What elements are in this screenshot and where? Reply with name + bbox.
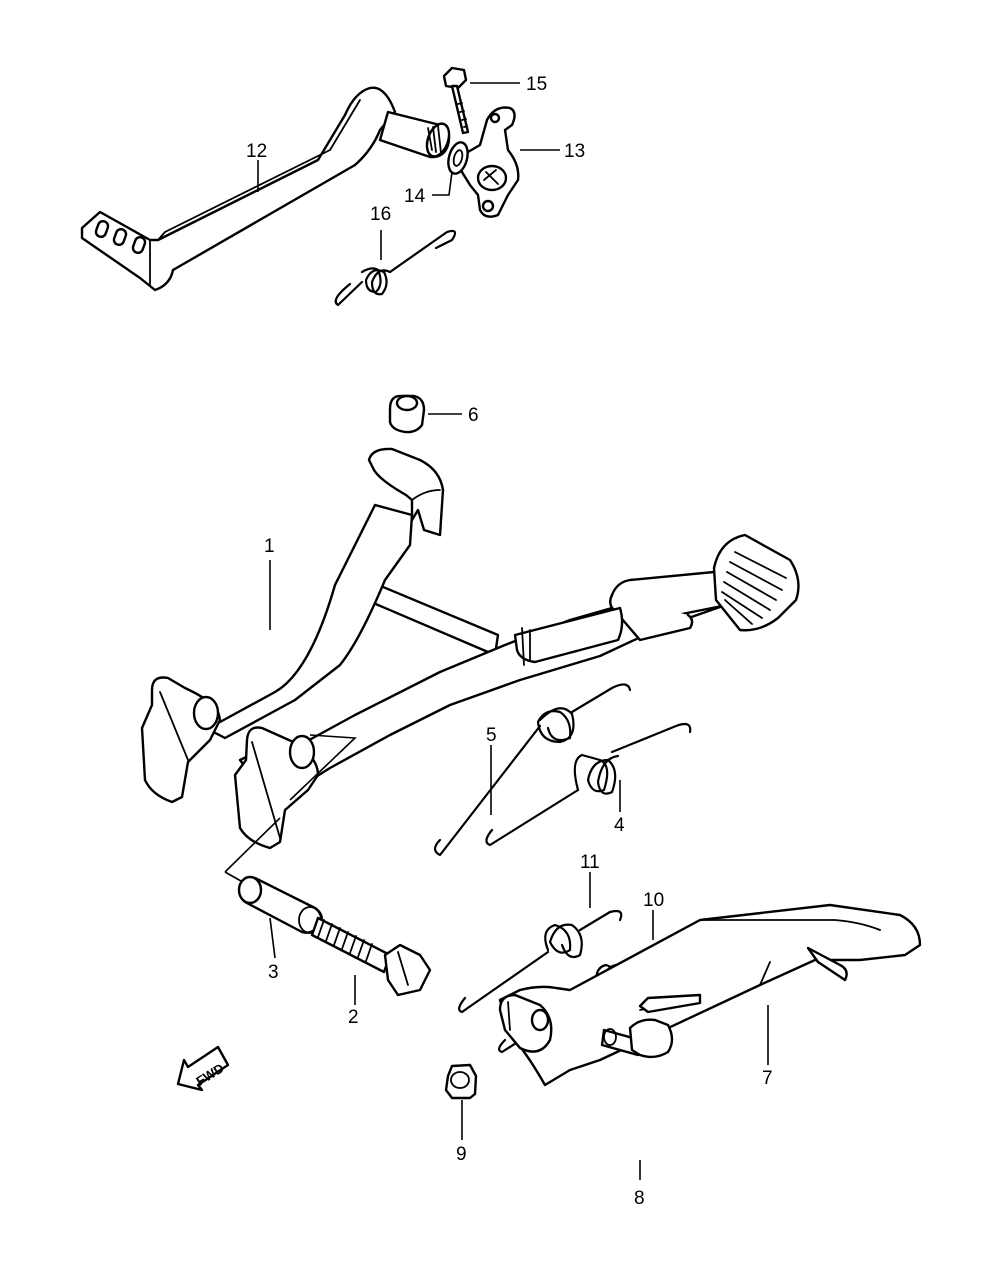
leader-lines: [257, 82, 769, 1180]
callout-2: 2: [348, 1007, 359, 1028]
collar: [237, 875, 323, 934]
nut: [444, 1063, 478, 1100]
side-stand-spring-upper: [458, 909, 623, 1014]
callout-7: 7: [762, 1068, 773, 1089]
callout-3: 3: [268, 962, 279, 983]
callout-6: 6: [468, 405, 479, 426]
stand-bolt: [310, 916, 432, 997]
center-stand: [140, 447, 800, 850]
brake-pedal-arm: [80, 86, 451, 292]
spring-small: [334, 229, 457, 307]
callout-14: 14: [404, 186, 426, 207]
callout-13: 13: [564, 141, 585, 162]
callout-5: 5: [486, 725, 497, 746]
pivot-bolt: [600, 1018, 674, 1059]
return-spring-lower: [485, 722, 692, 847]
callout-16: 16: [370, 204, 391, 225]
brake-lever-plate: [459, 106, 520, 218]
callout-9: 9: [456, 1144, 467, 1165]
return-spring-upper: [433, 683, 632, 857]
callout-12: 12: [246, 141, 267, 162]
bolt-small: [442, 66, 470, 135]
washer: [447, 141, 469, 175]
forward-direction-marker: FWD: [176, 1045, 230, 1092]
callout-15: 15: [526, 74, 547, 95]
callout-11: 11: [580, 852, 600, 873]
callout-4: 4: [614, 815, 625, 836]
callout-10: 10: [643, 890, 664, 911]
callout-8: 8: [634, 1188, 645, 1209]
rubber-stopper: [388, 394, 426, 434]
side-stand: [498, 903, 922, 1087]
callout-1: 1: [264, 536, 275, 557]
